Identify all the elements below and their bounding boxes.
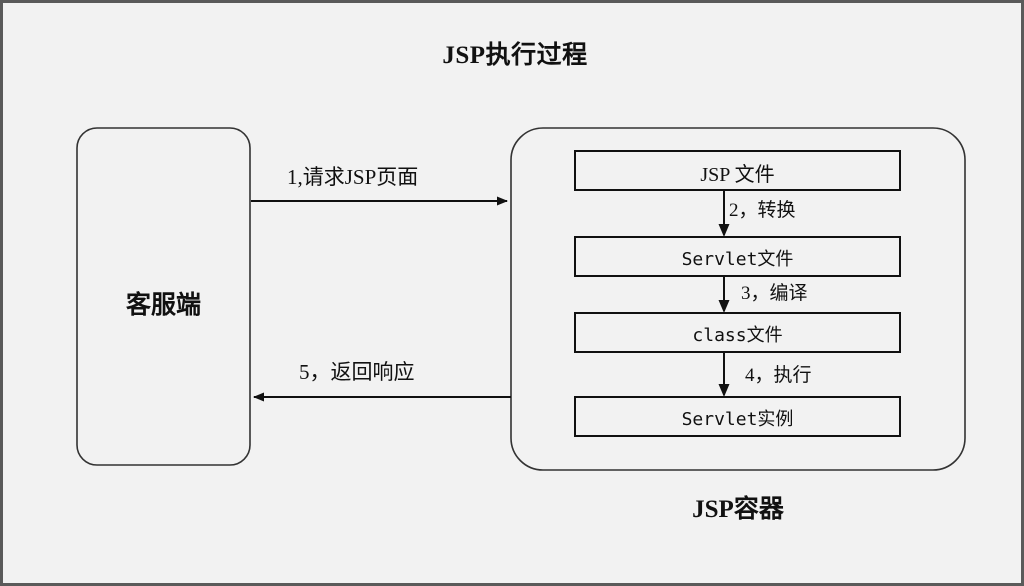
diagram-vector-layer	[76, 127, 966, 471]
arrow-label-compile: 3，编译	[741, 283, 808, 304]
jsp-container-box	[510, 127, 966, 471]
step-label-jsp-file: JSP 文件	[700, 164, 775, 186]
jsp-container-label: JSP容器	[692, 496, 784, 523]
step-label-servlet-file: Servlet文件	[681, 249, 794, 270]
arrow-label-execute: 4，执行	[745, 365, 812, 386]
arrow-label-request: 1,请求JSP页面	[287, 165, 419, 189]
arrow-label-convert: 2，转换	[729, 200, 796, 221]
client-box	[76, 127, 251, 466]
step-box-servlet-instance	[574, 396, 901, 437]
step-box-class-file	[574, 312, 901, 353]
step-label-class-file: class文件	[692, 325, 783, 346]
step-box-servlet-file	[574, 236, 901, 277]
step-label-servlet-instance: Servlet实例	[681, 409, 794, 430]
diagram-title: JSP执行过程	[442, 42, 588, 69]
step-box-jsp-file	[574, 150, 901, 191]
client-box-label: 客服端	[125, 292, 201, 319]
arrow-label-response: 5，返回响应	[299, 360, 415, 384]
